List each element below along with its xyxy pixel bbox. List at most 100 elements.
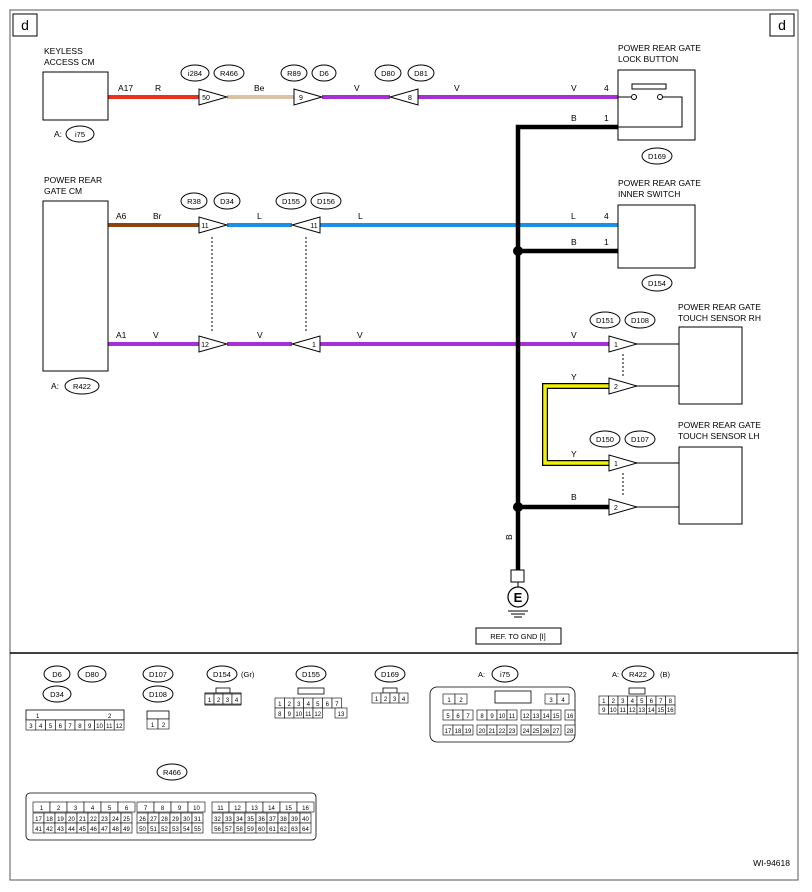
label-l2: L	[358, 211, 363, 221]
r466-pin: 55	[194, 827, 201, 833]
r466-pin: 63	[291, 827, 298, 833]
d6-pin: 4	[39, 724, 43, 730]
r422-cell	[665, 704, 676, 715]
gate-cm-ref: R422	[73, 382, 91, 391]
ground-terminal	[510, 569, 525, 583]
r466-pin: 49	[123, 827, 130, 833]
r466-pin: 23	[101, 817, 108, 823]
label-v6: V	[357, 330, 363, 340]
d6-pin: 6	[59, 724, 63, 730]
code-r89: R89	[287, 69, 301, 78]
keyless-label-1: KEYLESS	[44, 46, 83, 56]
keyless-label-2: ACCESS CM	[44, 57, 95, 67]
label-l3: L	[571, 211, 576, 221]
oval-d80	[374, 64, 402, 82]
r466-pin: 43	[57, 827, 64, 833]
r466-pin: 13	[251, 806, 258, 812]
frame	[9, 9, 799, 881]
d155-cell	[334, 707, 348, 719]
pin-11a: 11	[201, 223, 208, 230]
r422-pin: 16	[667, 708, 674, 714]
sensor-lh-label-1: POWER REAR GATE	[678, 420, 761, 430]
d155-pin: 5	[316, 702, 320, 708]
label-v1: V	[354, 83, 360, 93]
d169-pin: 3	[393, 697, 397, 703]
i75-cell	[550, 709, 562, 721]
r466-pin: 17	[35, 817, 42, 823]
d155-latch	[297, 687, 325, 695]
lock-button-contact-2	[657, 94, 663, 100]
r466-pin: 2	[57, 806, 61, 812]
i75-pin: 23	[509, 729, 516, 735]
code-d80: D80	[381, 69, 395, 78]
r422-pin: 6	[650, 699, 654, 705]
lock-button-lead-2	[618, 96, 683, 128]
d155-pin: 13	[338, 712, 345, 718]
d107-pin: 1	[151, 723, 155, 729]
face-oval-d6	[43, 665, 71, 683]
code-r466: R466	[220, 69, 238, 78]
oval-r38	[180, 192, 208, 210]
d155-pin: 6	[326, 702, 330, 708]
gate-cm-ref-prefix: A:	[51, 381, 59, 391]
i75-pin: 19	[465, 729, 472, 735]
d154-latch	[215, 687, 231, 694]
label-b2: B	[571, 237, 577, 247]
r466-pin: 14	[268, 806, 275, 812]
conn-tri-d80	[388, 88, 419, 106]
d6-cell	[113, 719, 125, 731]
gate-cm-label-1: POWER REAR	[44, 175, 102, 185]
conn-tri-r89	[293, 88, 324, 106]
r466-pin: 9	[178, 806, 182, 812]
lock-button-label-1: POWER REAR GATE	[618, 43, 701, 53]
face-oval-d169	[374, 665, 406, 683]
r466-pin: 61	[269, 827, 276, 833]
label-v4: V	[153, 330, 159, 340]
i75-cell	[462, 709, 474, 721]
i75-pin: 22	[499, 729, 506, 735]
r466-pin: 34	[236, 817, 243, 823]
conn-tri-d155	[290, 216, 321, 234]
r466-pin: 39	[291, 817, 298, 823]
r466-pin: 57	[225, 827, 232, 833]
d155-pin: 12	[314, 712, 321, 718]
oval-d155	[275, 192, 307, 210]
conn-tri-r38	[198, 216, 229, 234]
touch-sensor-rh	[678, 326, 743, 405]
i75-pin: 11	[509, 714, 516, 720]
corner-label-right: d	[778, 17, 786, 33]
r422-pin: 5	[640, 699, 644, 705]
label-br: Br	[153, 211, 162, 221]
oval-r466	[213, 64, 245, 82]
r466-pin: 19	[57, 817, 64, 823]
d169-latch	[382, 687, 398, 694]
d155-pin: 3	[297, 702, 301, 708]
i75-pin: 1	[447, 698, 451, 704]
label-b-vertical: B	[504, 534, 514, 540]
pin-1e: 1	[614, 461, 618, 468]
face-i75-prefix: A:	[478, 670, 485, 679]
face-oval-i75	[491, 665, 519, 683]
i75-cell	[506, 724, 518, 736]
d6-pin: 12	[116, 724, 123, 730]
r466-pin: 32	[214, 817, 221, 823]
ground-symbol: E	[514, 590, 523, 605]
face-oval-d107	[142, 665, 174, 683]
r422-pin: 12	[629, 708, 636, 714]
face-r422-prefix: A:	[612, 670, 619, 679]
corner-marker-right	[769, 13, 795, 37]
r466-pin: 16	[302, 806, 309, 812]
r466-pin: 47	[101, 827, 108, 833]
gate-cm-label-2: GATE CM	[44, 186, 82, 196]
inner-switch-conn-oval	[641, 274, 673, 292]
i75-pin: 25	[533, 729, 540, 735]
label-a17: A17	[118, 83, 133, 93]
d107-key	[146, 710, 170, 720]
code-d151: D151	[596, 316, 614, 325]
sensor-lh-label-2: TOUCH SENSOR LH	[678, 431, 760, 441]
r422-pin: 4	[631, 699, 635, 705]
r466-pin: 10	[193, 806, 200, 812]
pin-50: 50	[202, 95, 210, 102]
